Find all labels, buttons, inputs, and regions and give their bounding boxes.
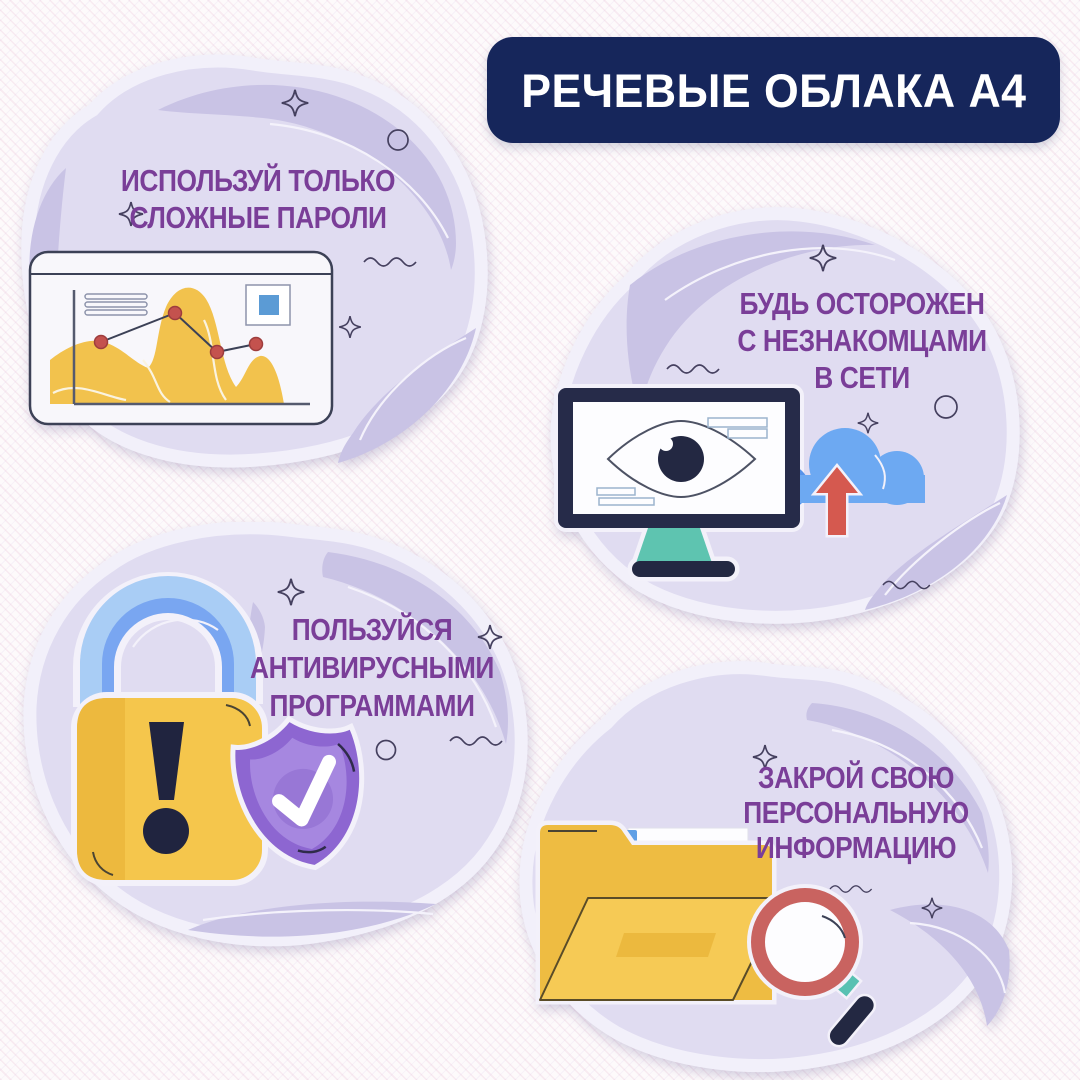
exclamation-icon	[143, 722, 189, 854]
circle-icon	[387, 129, 409, 151]
speech-cloud-strangers	[550, 207, 1020, 624]
chart-contours	[52, 319, 227, 403]
circle-icon	[934, 395, 958, 419]
lens-highlight	[821, 915, 846, 939]
folder-label	[616, 933, 716, 957]
title-line: С НЕЗНАКОМЦАМИ	[737, 323, 987, 358]
monitor-stand	[636, 528, 712, 563]
monitor-eye-illustration	[554, 384, 925, 582]
title-line: БУДЬ ОСТОРОЖЕН	[739, 286, 985, 321]
chart-axes	[72, 290, 310, 406]
circle-icon	[375, 739, 397, 761]
title-line: ЗАКРОЙ СВОЮ	[757, 760, 955, 795]
padlock-body-shade	[77, 698, 125, 880]
title-line: ИСПОЛЬЗУЙ ТОЛЬКО	[120, 163, 396, 198]
padlock-shield-illustration	[71, 572, 375, 886]
cloud-decorations	[118, 88, 417, 339]
padlock-shackle	[73, 572, 263, 707]
banner-title: РЕЧЕВЫЕ ОБЛАКА А4	[520, 63, 1027, 117]
cloud-decorations	[666, 243, 958, 590]
title-banner: РЕЧЕВЫЕ ОБЛАКА А4	[487, 37, 1060, 143]
cloud-title-privacy: ЗАКРОЙ СВОЮ ПЕРСОНАЛЬНУЮ ИНФОРМАЦИЮ	[712, 760, 1001, 865]
cloud-title-antivirus: ПОЛЬЗУЙСЯ АНТИВИРУСНЫМИ ПРОГРАММАМИ	[228, 611, 517, 725]
eye-highlight	[659, 437, 673, 451]
cloud-shading	[806, 703, 1010, 1026]
magnifier-icon	[747, 884, 877, 1048]
chart-line	[100, 311, 257, 354]
speech-cloud-antivirus	[23, 522, 528, 947]
title-line: ПРОГРАММАМИ	[269, 688, 475, 723]
cloud-decorations	[276, 577, 503, 761]
shield-check-icon	[230, 712, 375, 876]
upload-cloud	[765, 428, 925, 538]
padlock-accent-arcs	[92, 704, 251, 876]
text-line-pills	[84, 293, 148, 316]
screen-text-lines	[596, 417, 768, 506]
cloud-title-passwords: ИСПОЛЬЗУЙ ТОЛЬКО СЛОЖНЫЕ ПАРОЛИ	[114, 162, 403, 236]
title-line: ПОЛЬЗУЙСЯ	[291, 612, 453, 647]
title-line: В СЕТИ	[814, 360, 910, 395]
folder-magnifier-illustration	[535, 820, 877, 1048]
title-line: АНТИВИРУСНЫМИ	[250, 650, 494, 685]
cloud-shading	[626, 231, 1007, 610]
chart-points	[93, 305, 264, 360]
title-line: СЛОЖНЫЕ ПАРОЛИ	[129, 200, 387, 235]
image-placeholder-square	[259, 295, 279, 315]
upload-arrow-icon	[810, 463, 864, 538]
magnifier-ring	[751, 888, 859, 996]
speech-cloud-privacy	[519, 661, 1013, 1073]
cloud-title-strangers: БУДЬ ОСТОРОЖЕН С НЕЗНАКОМЦАМИ В СЕТИ	[718, 285, 1007, 396]
browser-chart-illustration	[28, 250, 334, 426]
chart-area	[50, 287, 284, 404]
monitor-base	[632, 561, 735, 577]
magnifier-handle	[827, 993, 877, 1048]
title-line: ПЕРСОНАЛЬНУЮ	[743, 795, 969, 830]
title-line: ИНФОРМАЦИЮ	[755, 830, 957, 865]
speech-cloud-passwords	[21, 54, 488, 468]
